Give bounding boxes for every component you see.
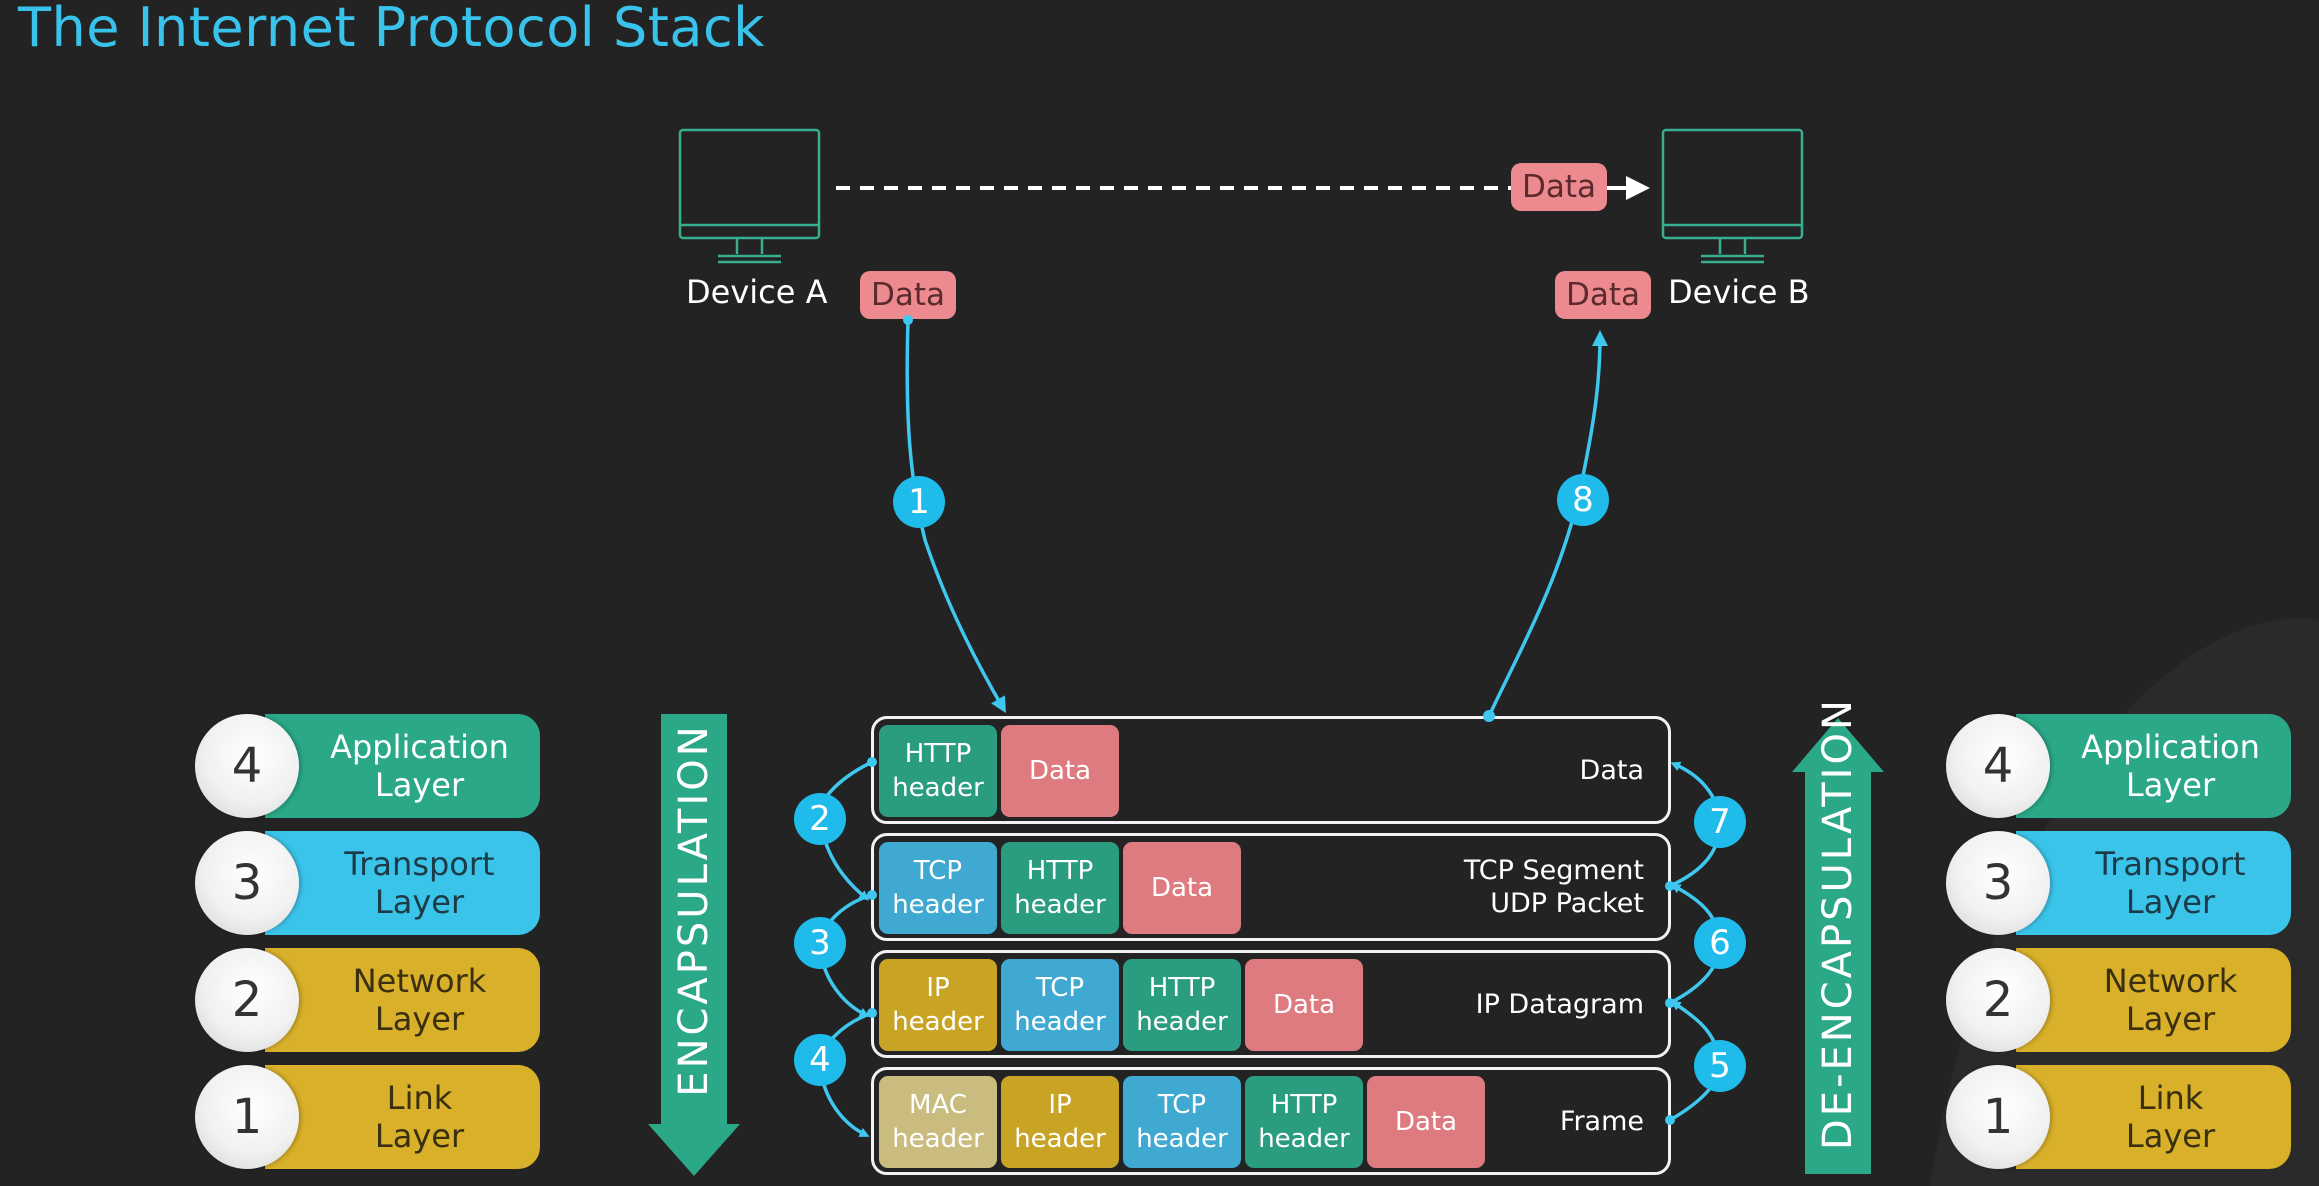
data-cell: Data [1245, 959, 1363, 1051]
step-badge-1: 1 [893, 476, 945, 528]
layer-bar [2016, 1065, 2291, 1169]
connector-dot [1665, 881, 1675, 891]
connector-dot [867, 890, 877, 900]
connector-dot [1665, 998, 1675, 1008]
row-label: Data [1579, 754, 1644, 786]
step-badge-4: 4 [794, 1034, 846, 1086]
connector-dot [1483, 710, 1495, 722]
monitor-icon [678, 128, 821, 264]
layer-number: 1 [1946, 1065, 2050, 1169]
connector-dot [867, 757, 877, 767]
step-badge-6: 6 [1694, 917, 1746, 969]
step-badge-2: 2 [794, 793, 846, 845]
layer-number: 1 [195, 1065, 299, 1169]
device-b-label: Device B [1668, 273, 1810, 311]
data-tag-device-a: Data [860, 271, 956, 319]
data-cell: Data [1367, 1076, 1485, 1168]
layer-number: 3 [1946, 831, 2050, 935]
layer-bar [2016, 948, 2291, 1052]
data-cell: Data [1001, 725, 1119, 817]
layer-number: 3 [195, 831, 299, 935]
row-label: Frame [1559, 1105, 1644, 1137]
row-label: IP Datagram [1475, 988, 1644, 1020]
layer-bar [265, 714, 540, 818]
dashed-arrow-icon [836, 176, 1650, 200]
page-title: The Internet Protocol Stack [18, 0, 765, 59]
layer-bar [2016, 714, 2291, 818]
layer-number: 4 [195, 714, 299, 818]
layer-bar [265, 948, 540, 1052]
layer-bar [265, 831, 540, 935]
layer-number: 2 [1946, 948, 2050, 1052]
step-badge-8: 8 [1557, 474, 1609, 526]
connector-dot [1665, 1115, 1675, 1125]
data-tag-device-b: Data [1555, 271, 1651, 319]
layer-number: 4 [1946, 714, 2050, 818]
data-cell: Data [1123, 842, 1241, 934]
layer-bar [265, 1065, 540, 1169]
down-arrow-icon [648, 714, 740, 1176]
step-badge-5: 5 [1694, 1040, 1746, 1092]
device-a-label: Device A [686, 273, 828, 311]
data-tag-transit: Data [1511, 163, 1607, 211]
monitor-icon [1661, 128, 1804, 264]
layer-bar [2016, 831, 2291, 935]
connector-dot [903, 315, 913, 325]
step-badge-3: 3 [794, 917, 846, 969]
connector-dot [867, 1008, 877, 1018]
layer-number: 2 [195, 948, 299, 1052]
step-badge-7: 7 [1694, 796, 1746, 848]
flow-arrow-1 [905, 319, 1007, 714]
up-arrow-icon [1792, 718, 1884, 1174]
